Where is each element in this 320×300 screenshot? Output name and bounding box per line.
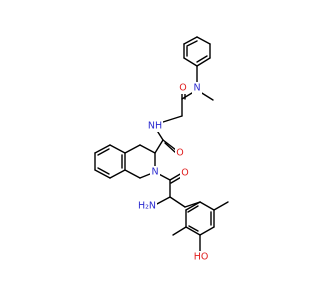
atom-label: O xyxy=(176,148,183,159)
bond xyxy=(109,169,126,179)
bond xyxy=(213,201,229,211)
bond xyxy=(188,225,199,232)
bond xyxy=(183,36,198,45)
bonds xyxy=(94,36,229,253)
atom-label: N xyxy=(151,167,158,178)
molecule-diagram: N O NH O N O H₂N HO xyxy=(94,36,229,263)
atom-label: N xyxy=(193,83,200,94)
atom-label: NH xyxy=(148,121,162,132)
bond xyxy=(124,144,141,154)
atom-label: O xyxy=(181,168,188,179)
atom-labels: N O NH O N O H₂N HO xyxy=(137,82,210,263)
bond xyxy=(169,196,186,208)
bond xyxy=(196,57,211,67)
bond xyxy=(124,169,141,179)
atom-label: H₂N xyxy=(138,201,156,212)
bond xyxy=(162,115,183,123)
bond xyxy=(154,139,164,154)
bond xyxy=(172,226,187,236)
bond xyxy=(199,201,215,211)
bond xyxy=(183,57,198,67)
bond xyxy=(187,205,199,213)
bond xyxy=(185,226,201,236)
bond xyxy=(185,201,201,211)
bond xyxy=(139,144,156,154)
bond xyxy=(94,169,111,179)
bond xyxy=(199,226,215,236)
bond xyxy=(97,167,110,175)
bond xyxy=(164,142,177,154)
bond xyxy=(196,36,211,45)
bond xyxy=(97,148,110,156)
atom-label: O xyxy=(179,83,186,94)
bond xyxy=(109,144,126,154)
bond xyxy=(154,196,171,206)
bond xyxy=(162,139,177,151)
atom-label: HO xyxy=(194,252,209,263)
bond xyxy=(94,144,111,154)
bond xyxy=(186,40,198,47)
bond xyxy=(196,55,208,63)
